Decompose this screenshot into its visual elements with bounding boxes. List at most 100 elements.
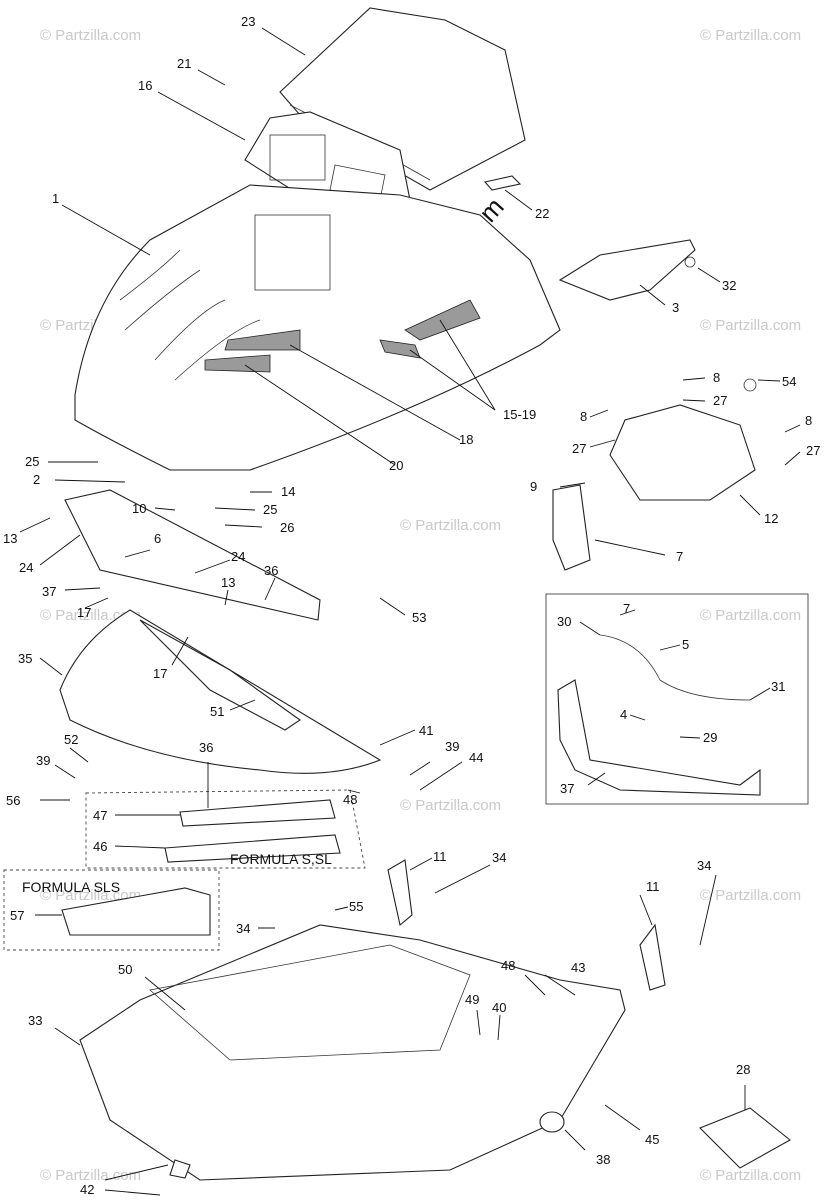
callout-44: 44 xyxy=(469,750,483,765)
watermark-text: © Partzilla.com xyxy=(400,797,501,814)
callout-51: 51 xyxy=(210,704,224,719)
callout-40: 40 xyxy=(492,1000,506,1015)
callout-50: 50 xyxy=(118,962,132,977)
callout-23: 23 xyxy=(241,14,255,29)
callout-8: 8 xyxy=(580,409,587,424)
callout-28: 28 xyxy=(736,1062,750,1077)
reinforcement-bar xyxy=(179,799,336,827)
decal-right-lower xyxy=(379,339,421,359)
callout-layer: 23 21 16 1 22 3 32 8 54 27 8 27 8 27 15-… xyxy=(3,14,820,1197)
callout-39: 39 xyxy=(445,739,459,754)
hood-vents xyxy=(119,249,261,381)
callout-27: 27 xyxy=(806,443,820,458)
callout-39: 39 xyxy=(36,753,50,768)
rewind-cover xyxy=(552,484,591,571)
callout-6: 6 xyxy=(154,531,161,546)
watermark-text: © Partzilla.com xyxy=(700,27,801,44)
callout-41: 41 xyxy=(419,723,433,738)
callout-38: 38 xyxy=(596,1152,610,1167)
callout-24: 24 xyxy=(231,549,245,564)
callout-36: 36 xyxy=(199,740,213,755)
callout-8: 8 xyxy=(713,370,720,385)
dash-opening xyxy=(269,134,326,181)
formula-sls-box xyxy=(3,869,220,951)
watermark-text: © Partzilla.com xyxy=(40,1167,141,1184)
plug xyxy=(743,378,757,392)
callout-2: 2 xyxy=(33,472,40,487)
callout-17: 17 xyxy=(153,666,167,681)
watermark-text: © Partzilla.com xyxy=(40,27,141,44)
callout-16: 16 xyxy=(138,78,152,93)
callout-55: 55 xyxy=(349,899,363,914)
fastener xyxy=(684,256,696,268)
side-panel xyxy=(558,239,696,301)
callout-27: 27 xyxy=(713,393,727,408)
decal-left-lower xyxy=(204,354,271,373)
callout-21: 21 xyxy=(177,56,191,71)
front-bumper xyxy=(64,489,321,621)
callout-20: 20 xyxy=(389,458,403,473)
watermark-text: © Partzilla.com xyxy=(700,317,801,334)
callout-54: 54 xyxy=(782,374,796,389)
callout-32: 32 xyxy=(722,278,736,293)
belly-pan xyxy=(79,924,626,1181)
callout-48: 48 xyxy=(343,792,357,807)
callout-35: 35 xyxy=(18,651,32,666)
callout-8: 8 xyxy=(805,413,812,428)
callout-37: 37 xyxy=(42,584,56,599)
callout-11: 11 xyxy=(433,849,447,864)
callout-34: 34 xyxy=(236,921,250,936)
callout-13: 13 xyxy=(221,575,235,590)
formula-s-sl-label: FORMULA S,SL xyxy=(230,851,332,867)
callout-18: 18 xyxy=(459,432,473,447)
watermark-text: © Partzilla.com xyxy=(700,887,801,904)
callout-37: 37 xyxy=(560,781,574,796)
decal-sheet xyxy=(699,1107,791,1169)
callout-27: 27 xyxy=(572,441,586,456)
callout-29: 29 xyxy=(703,730,717,745)
watermark-text: © Partzilla.com xyxy=(400,517,501,534)
cable xyxy=(599,634,751,701)
callout-42: 42 xyxy=(80,1182,94,1197)
hood xyxy=(74,184,561,471)
cap xyxy=(539,1111,565,1133)
callout-10: 10 xyxy=(132,501,146,516)
belly-pan-floor xyxy=(149,944,471,1061)
callout-14: 14 xyxy=(281,484,295,499)
formula-s-sl-box xyxy=(85,789,366,869)
callout-56: 56 xyxy=(6,793,20,808)
callout-45: 45 xyxy=(645,1132,659,1147)
callout-3: 3 xyxy=(672,300,679,315)
foot-pad xyxy=(169,1159,191,1179)
callout-1: 1 xyxy=(52,191,59,206)
callout-7: 7 xyxy=(676,549,683,564)
leader-lines xyxy=(19,27,801,1196)
callout-7: 7 xyxy=(623,601,630,616)
callout-53: 53 xyxy=(412,610,426,625)
callout-5: 5 xyxy=(682,637,689,652)
reinforcement-bar xyxy=(164,834,341,863)
inset-box xyxy=(545,593,809,805)
callout-52: 52 xyxy=(64,732,78,747)
callout-25: 25 xyxy=(263,502,277,517)
callout-11: 11 xyxy=(646,879,660,894)
callout-48: 48 xyxy=(501,958,515,973)
bracket-left xyxy=(387,859,413,927)
callout-34: 34 xyxy=(492,850,506,865)
bumper-sls xyxy=(61,887,211,936)
formula-sls-label: FORMULA SLS xyxy=(22,879,120,895)
callout-25: 25 xyxy=(25,454,39,469)
bracket-right xyxy=(639,923,666,991)
callout-12: 12 xyxy=(764,511,778,526)
callout-47: 47 xyxy=(93,808,107,823)
console-housing xyxy=(609,404,756,501)
callout-13: 13 xyxy=(3,531,17,546)
callout-36: 36 xyxy=(264,563,278,578)
decal-left xyxy=(224,329,301,351)
watermark-text: © Partzilla.com xyxy=(700,607,801,624)
callout-33: 33 xyxy=(28,1013,42,1028)
callout-9: 9 xyxy=(530,479,537,494)
callout-34: 34 xyxy=(697,858,711,873)
handle xyxy=(483,175,522,191)
